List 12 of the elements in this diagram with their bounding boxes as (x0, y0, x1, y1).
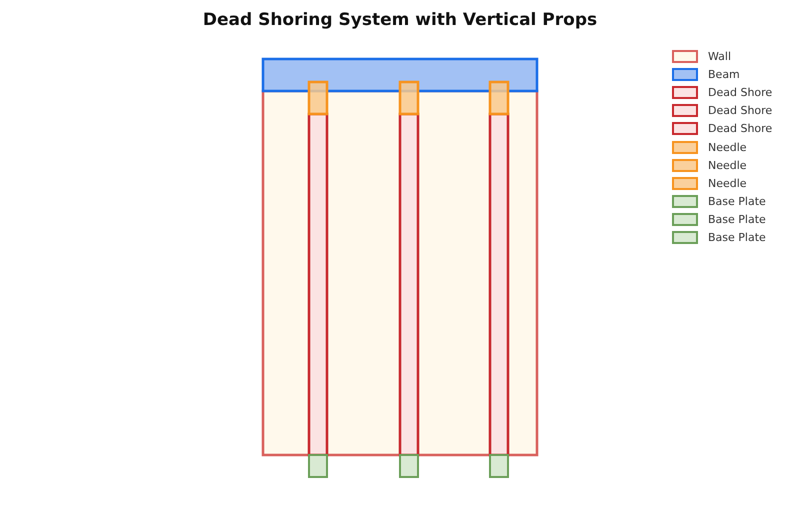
legend-label: Needle (708, 140, 747, 154)
legend-label: Dead Shore (708, 122, 772, 136)
legend-label: Needle (708, 158, 747, 172)
legend-label: Base Plate (708, 213, 766, 226)
chart-title: Dead Shoring System with Vertical Props (202, 10, 598, 30)
legend-label: Beam (708, 68, 740, 81)
legend-label: Dead Shore (708, 104, 772, 118)
legend-label: Base Plate (708, 231, 766, 244)
legend-label: Base Plate (708, 195, 766, 208)
legend-label: Dead Shore (708, 86, 772, 99)
legend-label: Needle (708, 176, 747, 190)
legend-label: Wall (708, 50, 732, 63)
